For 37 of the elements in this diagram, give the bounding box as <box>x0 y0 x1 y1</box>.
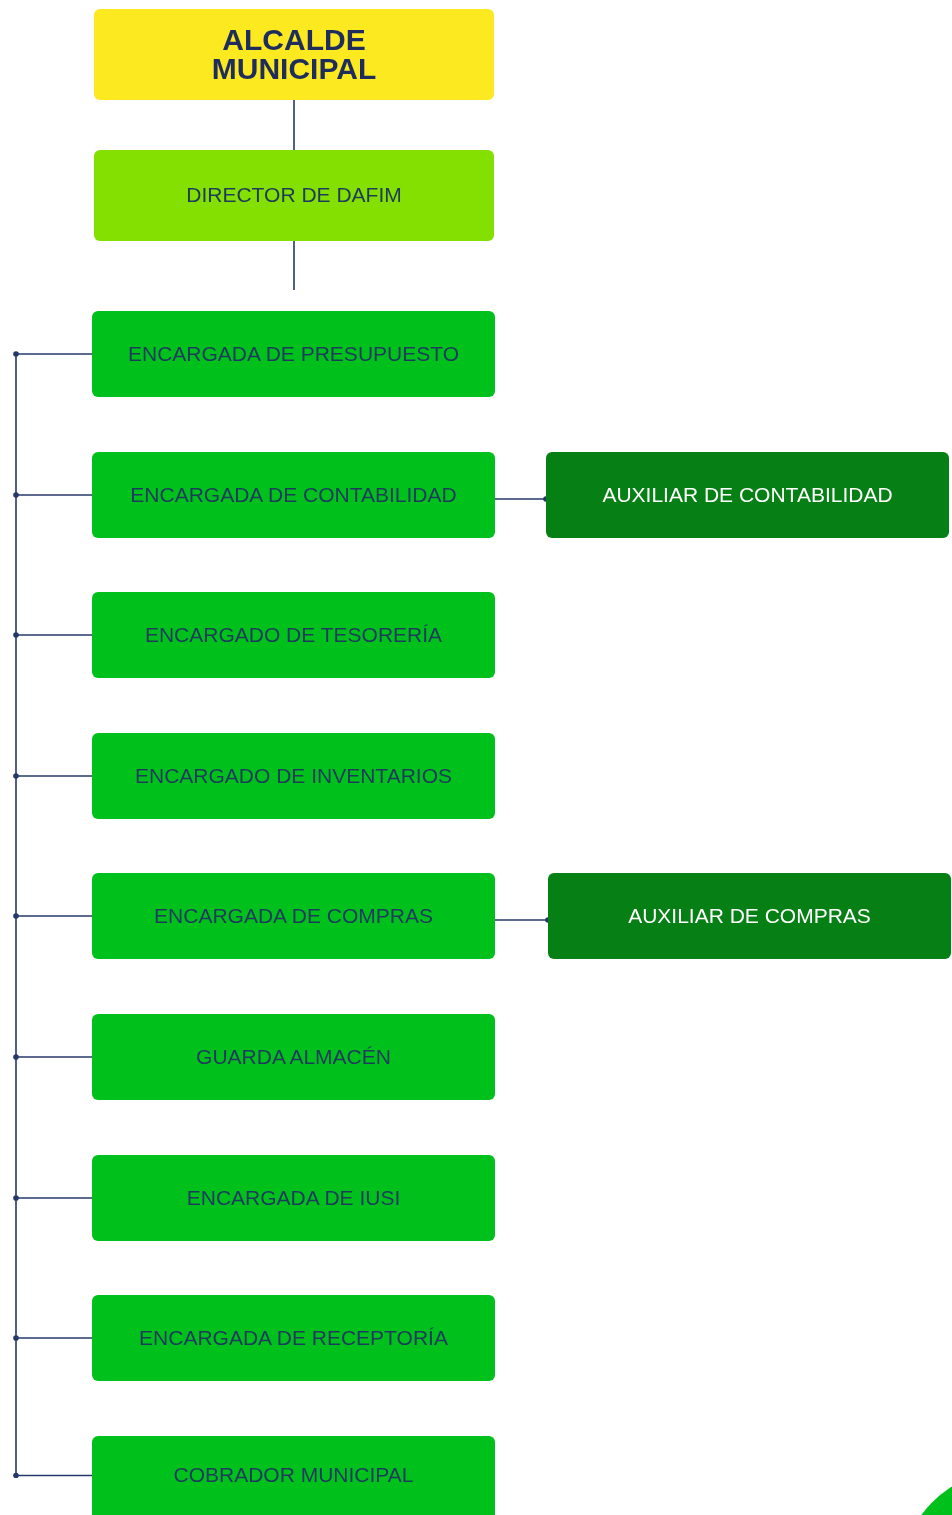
role-label: COBRADOR MUNICIPAL <box>172 1462 415 1489</box>
role-label: ALCALDE MUNICIPAL <box>210 26 378 83</box>
position-box <box>548 873 951 959</box>
position-box <box>92 592 495 678</box>
position-box <box>92 873 495 959</box>
role-label: DIRECTOR DE DAFIM <box>185 182 403 209</box>
role-label: GUARDA ALMACÉN <box>195 1043 392 1070</box>
role-label: ENCARGADO DE TESORERÍA <box>143 621 444 648</box>
connector-line <box>293 240 295 291</box>
role-label: AUXILIAR DE CONTABILIDAD <box>601 481 894 508</box>
role-label: ENCARGADA DE RECEPTORÍA <box>138 1324 449 1351</box>
position-box <box>92 1295 495 1381</box>
position-box <box>92 733 495 819</box>
role-label: ENCARGADO DE INVENTARIOS <box>134 762 453 789</box>
role-label: ENCARGADA DE IUSI <box>185 1184 402 1211</box>
position-box <box>92 1436 495 1515</box>
title-box <box>94 9 494 100</box>
position-box <box>92 1014 495 1100</box>
position-box <box>94 150 494 241</box>
connector-line <box>13 1054 93 1060</box>
connector-line <box>13 1195 93 1201</box>
connector-line <box>13 1335 93 1341</box>
position-box <box>92 311 495 397</box>
connector-line <box>293 99 295 151</box>
position-box <box>92 1155 495 1241</box>
role-label: ENCARGADA DE CONTABILIDAD <box>129 481 458 508</box>
connector-line <box>13 351 93 357</box>
connector-line <box>13 1472 93 1479</box>
role-label: AUXILIAR DE COMPRAS <box>627 902 872 929</box>
connector-line <box>13 632 93 638</box>
role-label: ENCARGADA DE COMPRAS <box>153 902 434 929</box>
connector-line <box>13 492 93 498</box>
connector-line <box>13 773 93 779</box>
position-box <box>546 452 949 538</box>
connector-line <box>13 913 93 919</box>
position-box <box>92 452 495 538</box>
role-label: ENCARGADA DE PRESUPUESTO <box>127 340 460 367</box>
